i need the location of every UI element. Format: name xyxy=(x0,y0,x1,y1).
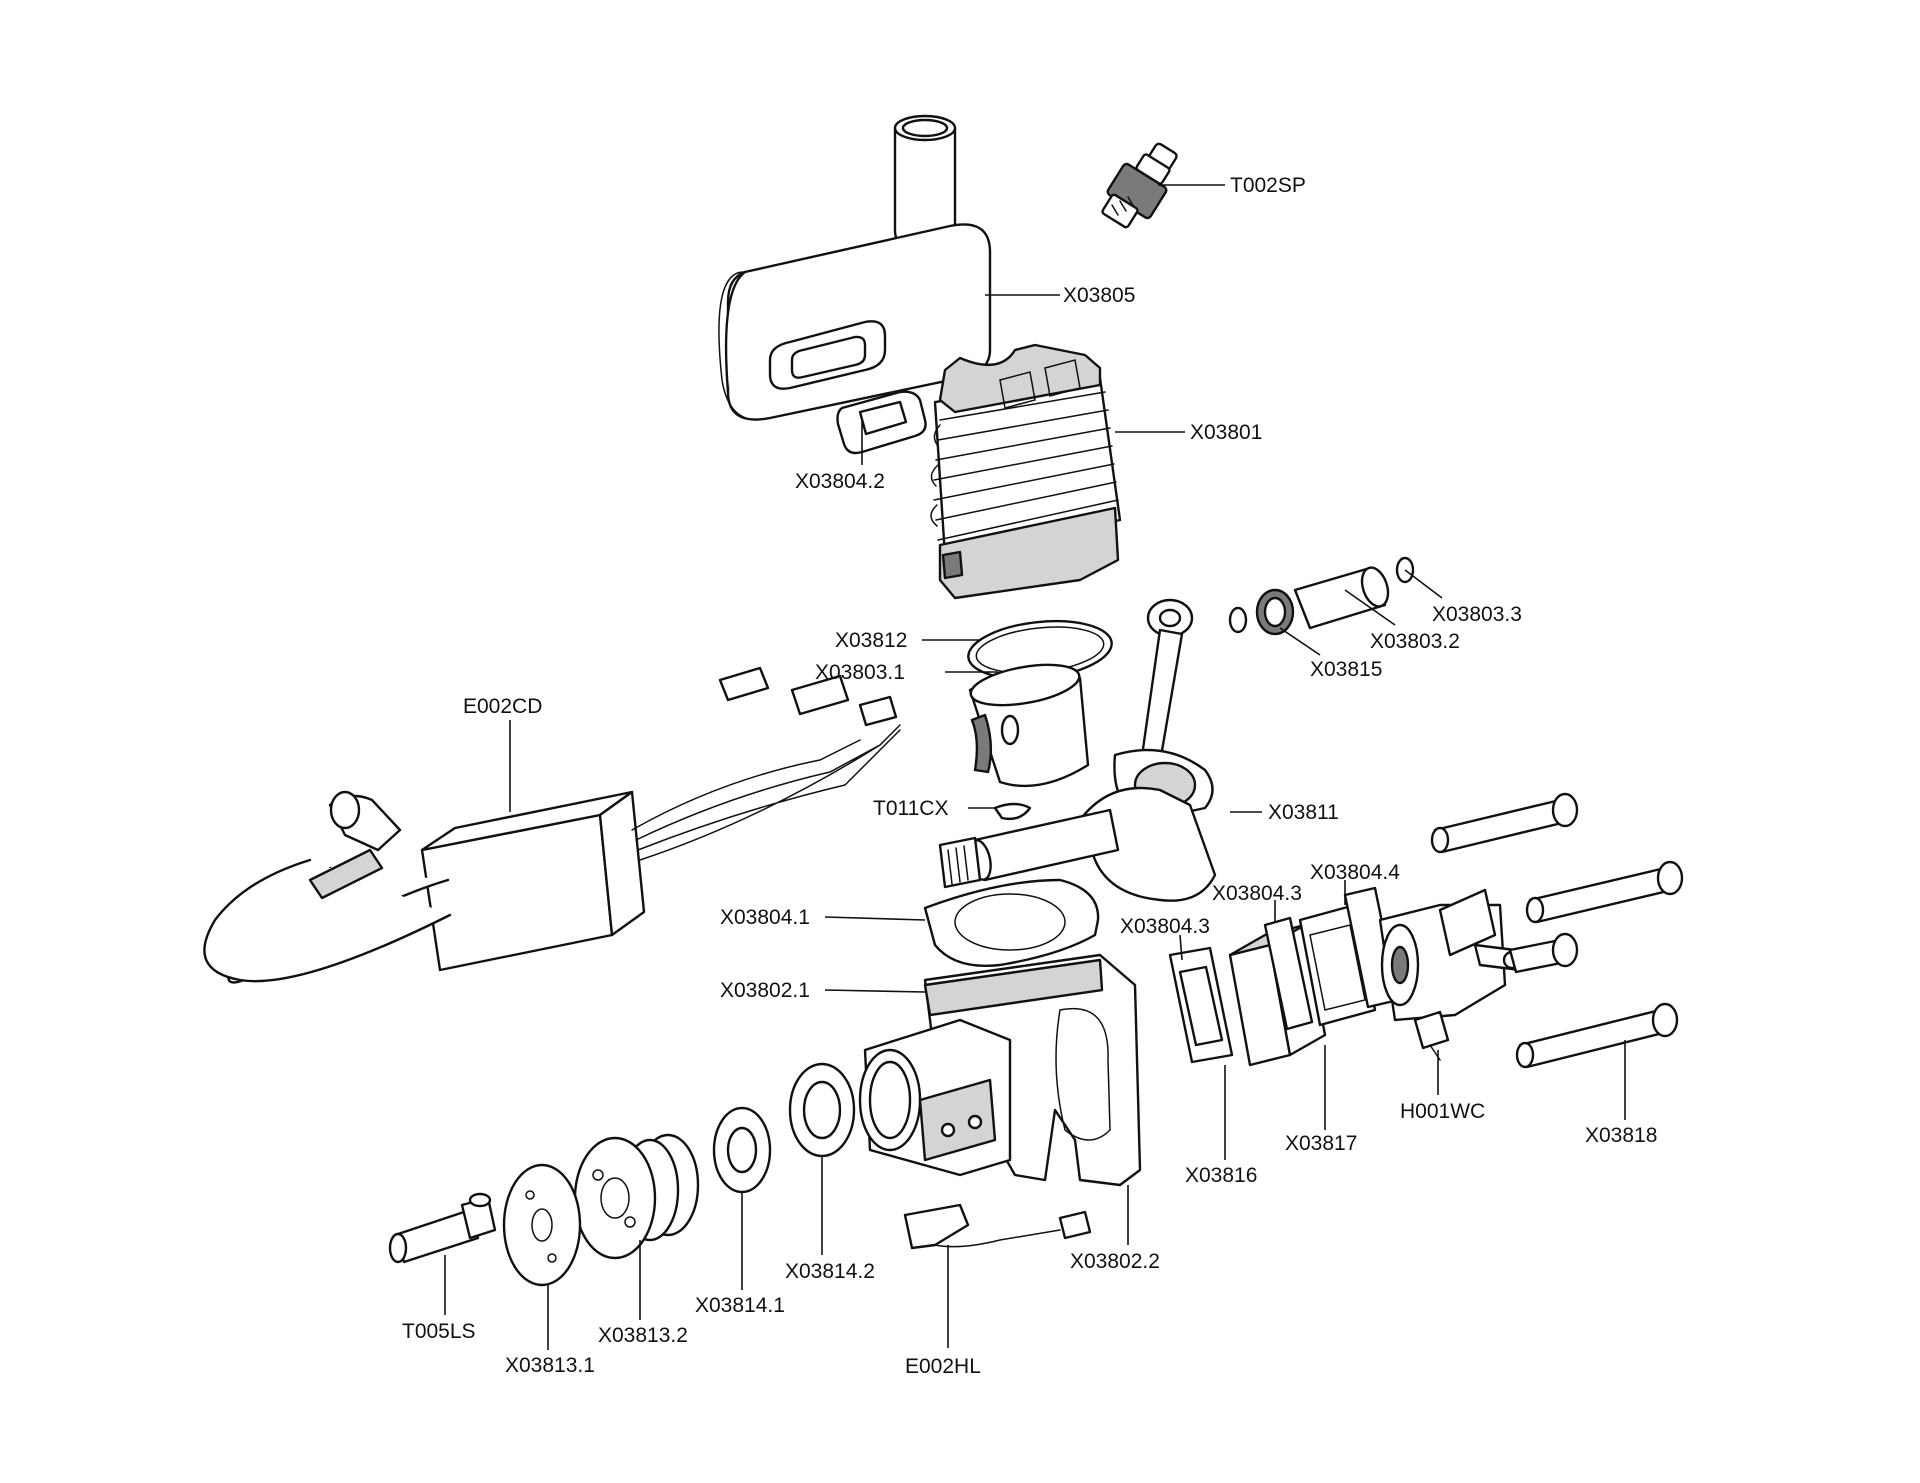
label-t011cx: T011CX xyxy=(873,797,948,820)
hall-sensor xyxy=(903,1203,1092,1250)
label-x03812: X03812 xyxy=(835,629,907,652)
prop-nut xyxy=(388,1192,497,1264)
label-x03804-4: X03804.4 xyxy=(1310,861,1400,884)
label-x03803-2: X03803.2 xyxy=(1370,630,1460,653)
label-x03803-3: X03803.3 xyxy=(1432,603,1522,626)
woodruff-key xyxy=(993,802,1032,821)
label-x03802-2: X03802.2 xyxy=(1070,1250,1160,1273)
label-x03818: X03818 xyxy=(1585,1124,1657,1147)
label-e002cd: E002CD xyxy=(463,695,542,718)
label-t002sp: T002SP xyxy=(1230,174,1306,197)
label-x03805: X03805 xyxy=(1063,284,1135,307)
label-x03817: X03817 xyxy=(1285,1132,1357,1155)
prop-hub xyxy=(573,1133,700,1260)
bolt-3 xyxy=(1508,932,1579,974)
spark-plug xyxy=(1101,142,1178,229)
crankcase xyxy=(858,953,1142,1187)
label-x03804-3-lower: X03804.3 xyxy=(1120,915,1210,938)
intake-gasket xyxy=(1168,946,1234,1064)
muffler xyxy=(718,114,992,421)
label-x03804-1: X03804.1 xyxy=(720,906,810,929)
carburetor xyxy=(1378,888,1522,1061)
label-h001wc: H001WC xyxy=(1400,1100,1485,1123)
crankshaft-assembly xyxy=(938,598,1217,902)
bolt-2 xyxy=(1525,860,1684,924)
muffler-gasket xyxy=(836,390,927,455)
bolt-1 xyxy=(1430,792,1579,854)
front-bearing xyxy=(788,1062,856,1158)
crankcase-gasket xyxy=(923,878,1100,967)
cylinder xyxy=(930,343,1122,600)
label-x03804-3-upper: X03804.3 xyxy=(1212,882,1302,905)
prop-washer xyxy=(502,1163,582,1287)
label-x03803-1: X03803.1 xyxy=(815,661,905,684)
label-x03814-2: X03814.2 xyxy=(785,1260,875,1283)
rear-bearing xyxy=(712,1106,772,1194)
label-x03815: X03815 xyxy=(1310,658,1382,681)
ignition-module xyxy=(203,666,901,984)
label-x03816: X03816 xyxy=(1185,1164,1257,1187)
label-x03814-1: X03814.1 xyxy=(695,1294,785,1317)
label-x03801: X03801 xyxy=(1190,421,1262,444)
label-x03804-2: X03804.2 xyxy=(795,470,885,493)
bolt-4 xyxy=(1515,1002,1679,1069)
label-e002hl: E002HL xyxy=(905,1355,981,1378)
label-x03813-2: X03813.2 xyxy=(598,1324,688,1347)
leader-lines xyxy=(444,184,1626,1350)
label-x03802-1: X03802.1 xyxy=(720,979,810,1002)
label-x03811: X03811 xyxy=(1268,801,1339,824)
label-x03813-1: X03813.1 xyxy=(505,1354,595,1377)
label-t005ls: T005LS xyxy=(402,1320,476,1343)
reed-gasket xyxy=(1263,916,1314,1031)
wrist-pin-parts xyxy=(1228,556,1415,636)
piston xyxy=(968,663,1090,788)
